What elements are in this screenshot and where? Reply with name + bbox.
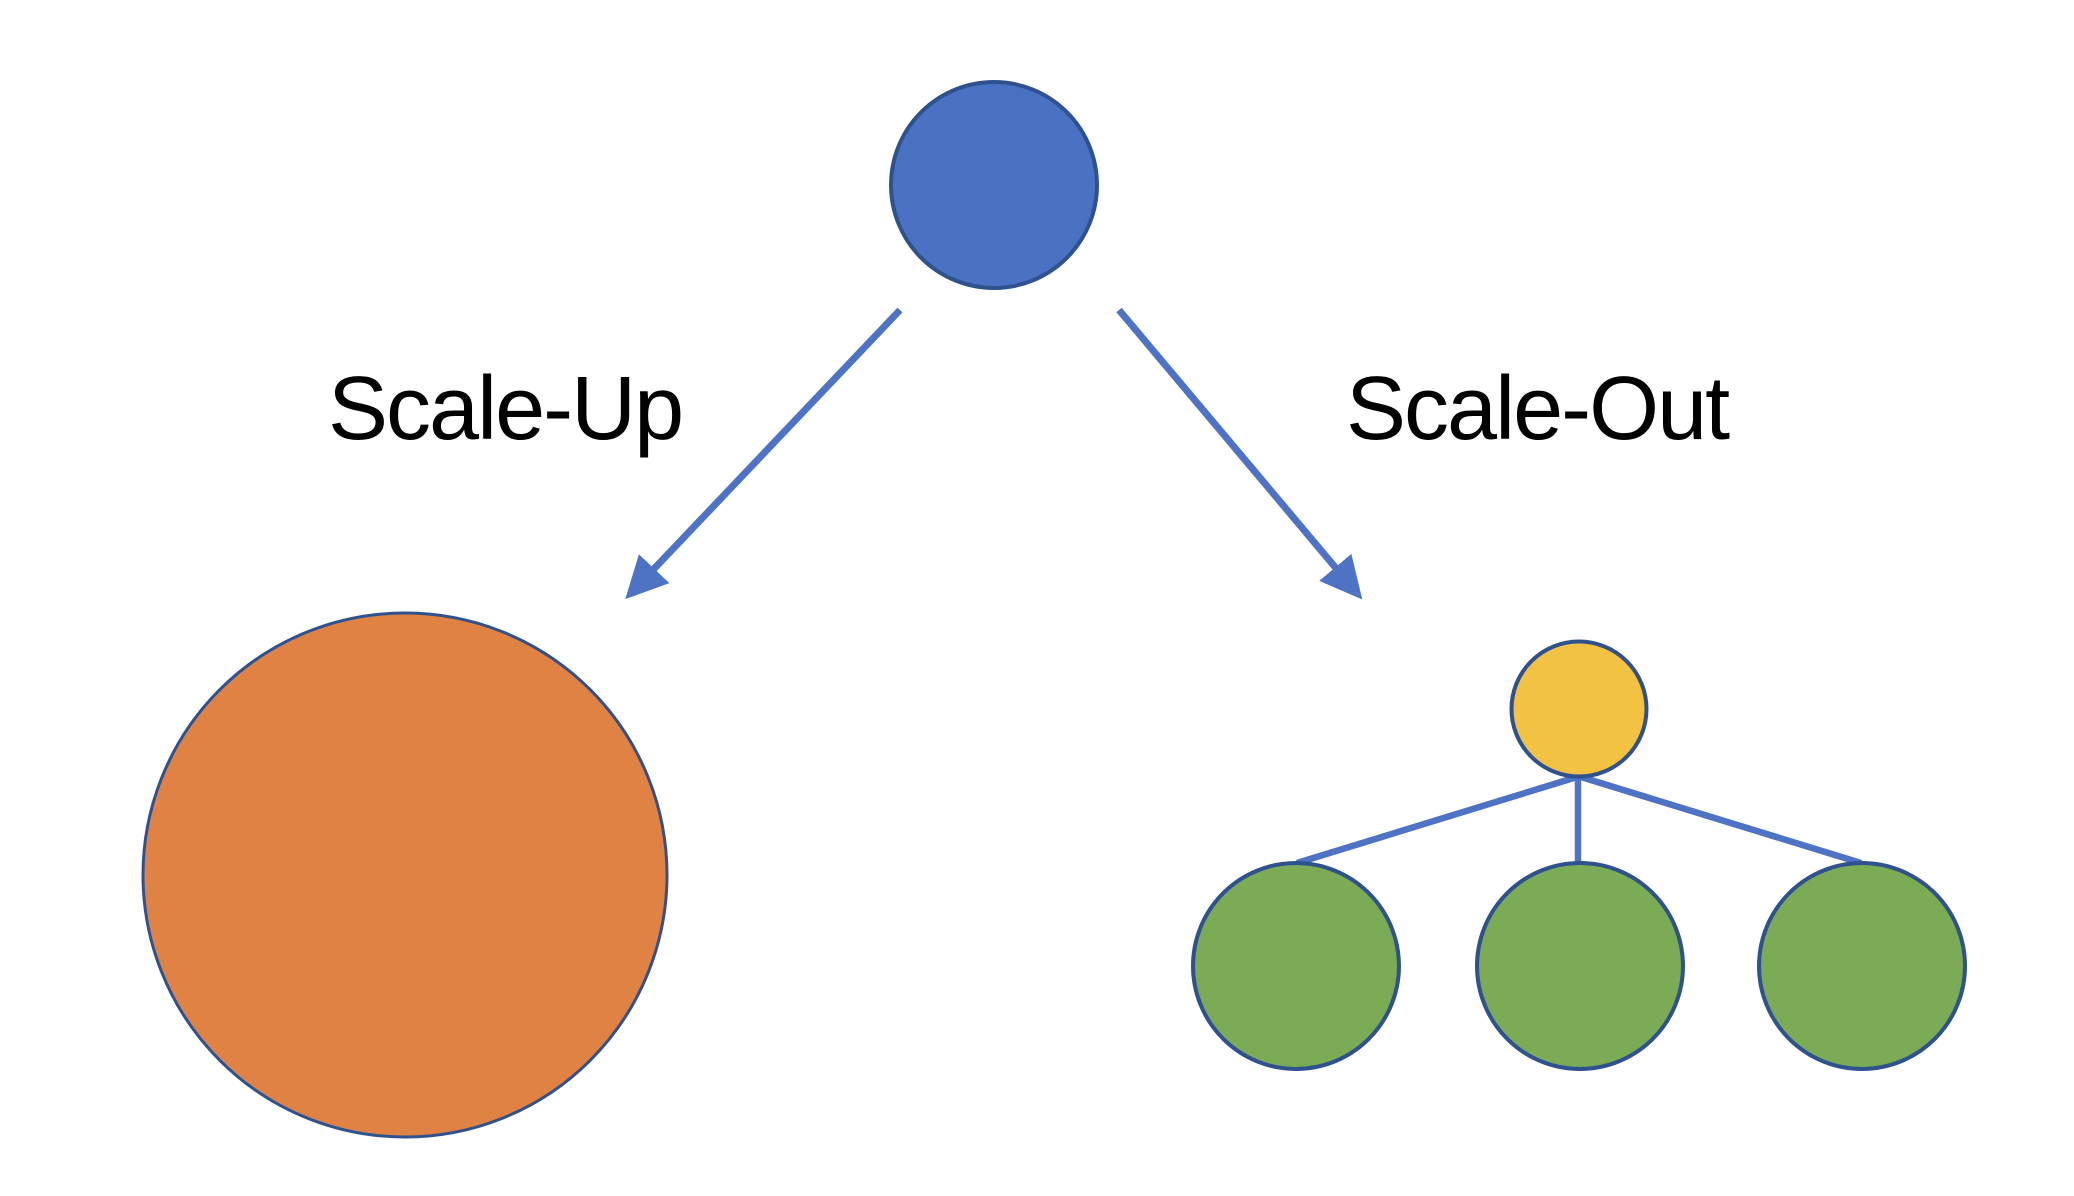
scale-out-label: Scale-Out: [1346, 359, 1730, 459]
scale-out-connector-right: [1580, 773, 1862, 867]
scale-up-label: Scale-Up: [328, 359, 684, 459]
scale-out-child-circle-2: [1475, 861, 1685, 1071]
scale-out-arrow: [1116, 307, 1363, 600]
root-node-circle: [889, 80, 1099, 290]
scale-up-node-circle: [141, 611, 669, 1139]
scale-out-parent-circle: [1509, 639, 1649, 779]
scale-out-child-circle-1: [1191, 861, 1401, 1071]
scale-out-connector-left: [1296, 773, 1578, 867]
scale-up-arrow: [625, 307, 903, 600]
scale-out-child-circle-3: [1757, 861, 1967, 1071]
